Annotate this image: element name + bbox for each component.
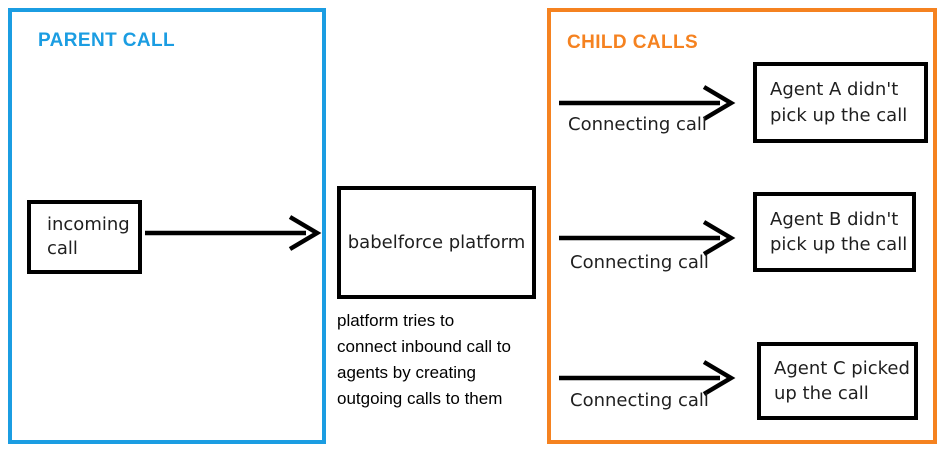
connecting-call-label-c: Connecting call <box>570 390 709 411</box>
agent-c-result-line2: up the call <box>774 383 869 404</box>
agent-c-result-line1: Agent C picked <box>774 357 910 379</box>
agent-b-result-line1: Agent B didn't <box>770 208 899 230</box>
child-calls-title: CHILD CALLS <box>567 32 699 53</box>
parent-call-panel <box>8 8 326 444</box>
child-calls-panel <box>547 8 937 444</box>
platform-caption-line2: connect inbound call to <box>337 337 511 356</box>
connecting-call-label-a: Connecting call <box>568 114 707 135</box>
arrow-incoming-to-platform <box>145 215 322 251</box>
platform-caption: platform tries to connect inbound call t… <box>337 308 511 412</box>
platform-caption-line3: agents by creating <box>337 363 476 382</box>
incoming-call-label-line1: incoming <box>47 213 130 235</box>
arrow-connecting-call-c <box>559 360 736 396</box>
incoming-call-label-line2: call <box>47 238 78 259</box>
agent-a-result-line2: pick up the call <box>770 104 908 126</box>
platform-caption-line4: outgoing calls to them <box>337 389 503 408</box>
incoming-call-box: incoming call <box>27 200 142 274</box>
platform-box: babelforce platform <box>337 186 536 299</box>
platform-caption-line1: platform tries to <box>337 311 455 330</box>
agent-b-result-line2: pick up the call <box>770 234 908 255</box>
platform-box-label: babelforce platform <box>347 232 526 253</box>
arrow-connecting-call-a <box>559 85 736 121</box>
agent-c-result-box: Agent C picked up the call <box>757 342 918 420</box>
arrow-connecting-call-b <box>559 220 736 256</box>
agent-a-result-box: Agent A didn't pick up the call <box>753 62 928 143</box>
parent-call-title: PARENT CALL <box>38 30 176 51</box>
agent-a-result-line1: Agent A didn't <box>770 79 899 101</box>
agent-b-result-box: Agent B didn't pick up the call <box>753 192 916 272</box>
connecting-call-label-b: Connecting call <box>570 252 709 273</box>
